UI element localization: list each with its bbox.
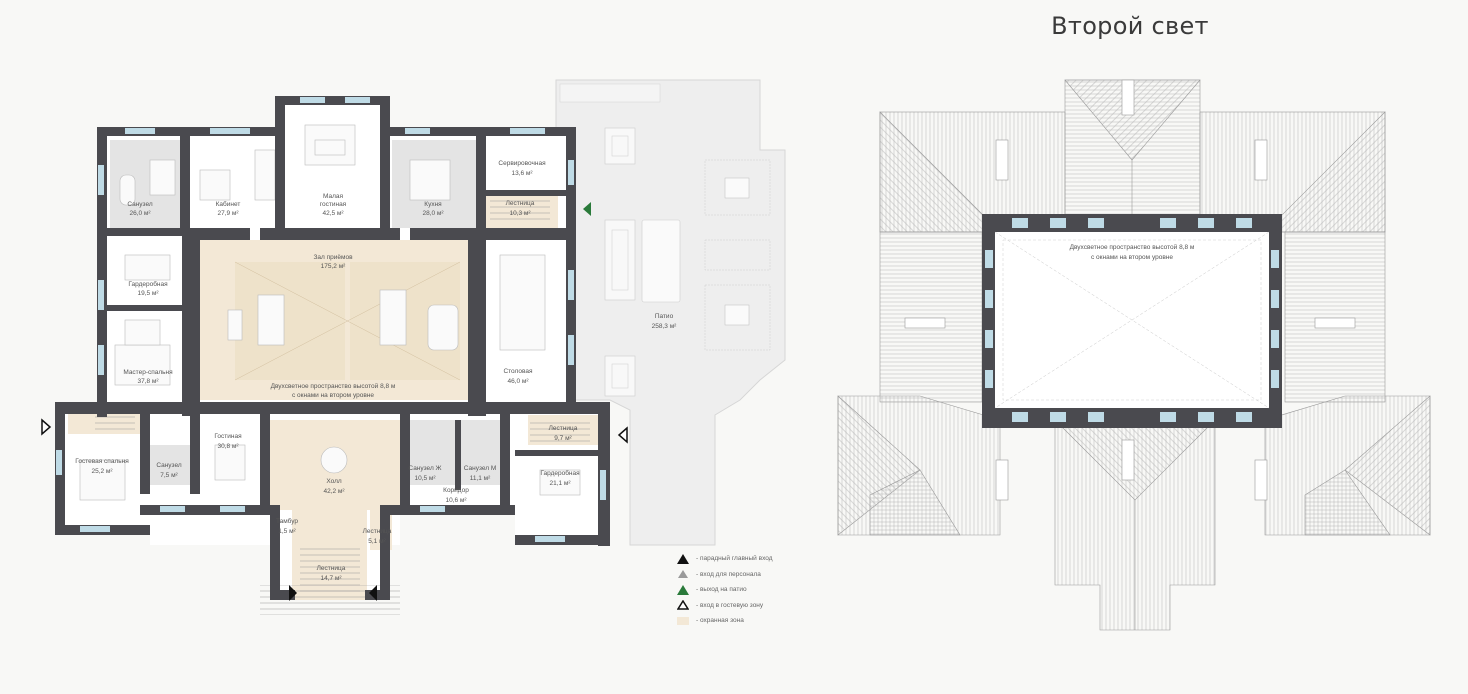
room-garderobnaya-2-name: Гардеробная [540, 469, 580, 477]
room-sanuzel-m-area: 11,1 м² [470, 475, 491, 482]
room-kuhnya-area: 28,0 м² [422, 210, 444, 217]
double-height-line-1: Двухсветное пространство высотой 8,8 м [271, 382, 396, 390]
legend: - парадный главный вход - вход для персо… [676, 551, 773, 629]
room-zal-area: 175,2 м² [321, 263, 347, 270]
room-koridor-name: Коридор [443, 487, 469, 494]
room-lestnica-3-name: Лестница [363, 528, 392, 535]
room-sanuzel-1-name: Санузел [127, 201, 153, 208]
room-stolovaya-name: Столовая [503, 368, 533, 375]
room-tambur-area: 1,5 м² [278, 528, 296, 535]
page-title: Второй свет [1051, 12, 1209, 40]
room-gostevaya-name: Гостевая спальня [75, 458, 129, 465]
outlined-triangle-icon [676, 600, 690, 610]
legend-item: - вход для персонала [676, 567, 773, 583]
room-garderobnaya-2-area: 21,1 м² [549, 480, 571, 487]
room-stolovaya-area: 46,0 м² [507, 378, 529, 385]
staff-entrance-icon [617, 426, 628, 444]
room-malaya-area: 42,5 м² [322, 210, 344, 217]
room-garderobnaya-1-name: Гардеробная [128, 280, 168, 288]
double-height-line-2: с окнами на втором уровне [292, 392, 374, 399]
black-triangle-icon [676, 553, 690, 564]
room-sanuzel-1-area: 26,0 м² [129, 210, 151, 217]
patio-area [555, 79, 786, 546]
room-gostinaya-name: Гостиная [214, 433, 242, 440]
room-patio-name: Патио [655, 313, 674, 320]
room-patio-area: 258,3 м² [652, 323, 678, 330]
room-servirovochnaya-name: Сервировочная [498, 160, 546, 167]
second-floor-line-1: Двухсветное пространство высотой 8,8 м [1070, 243, 1195, 251]
green-triangle-icon [676, 584, 690, 595]
entrance-markers [41, 202, 628, 601]
room-garderobnaya-1-area: 19,5 м² [137, 290, 159, 297]
windows [56, 97, 606, 542]
bathroom-2-floor [150, 445, 190, 485]
legend-item: - выход на патио [676, 582, 773, 598]
room-lestnica-3-area: 5,1 м² [368, 538, 386, 545]
room-servirovochnaya-area: 13,6 м² [511, 170, 533, 177]
room-malaya-name-1: Малая [323, 193, 344, 200]
room-holl-area: 42,2 м² [323, 488, 345, 495]
room-sanuzel-m-name: Санузел М [464, 465, 497, 472]
room-gostinaya-area: 30,8 м² [217, 443, 239, 450]
room-labels: Санузел 26,0 м² Кабинет 27,9 м² Малая го… [75, 160, 677, 582]
room-lestnica-2-area: 9,7 м² [554, 435, 572, 442]
room-koridor-area: 10,6 м² [445, 497, 467, 504]
legend-item: - парадный главный вход [676, 551, 773, 567]
patio-exit-icon [583, 202, 591, 216]
room-master-name: Мастер-спальня [123, 369, 173, 376]
room-sanuzel-2-area: 7,5 м² [160, 472, 178, 479]
room-kuhnya-name: Кухня [424, 201, 442, 208]
room-lestnica-1-name: Лестница [506, 200, 535, 207]
room-lestnica-4-name: Лестница [317, 565, 346, 572]
room-zal-name: Зал приёмов [313, 254, 353, 261]
room-malaya-name-2: гостиная [320, 201, 347, 208]
room-holl-name: Холл [326, 478, 342, 485]
room-sanuzel-zh-area: 10,5 м² [414, 475, 436, 482]
walls [55, 96, 610, 600]
main-entrance-right-icon [369, 585, 377, 601]
room-sanuzel-2-name: Санузел [156, 462, 182, 469]
legend-item: - охранная зона [676, 613, 773, 629]
room-gostevaya-area: 25,2 м² [91, 468, 113, 475]
room-kabinet-area: 27,9 м² [217, 210, 239, 217]
room-lestnica-2-name: Лестница [549, 425, 578, 432]
room-lestnica-4-area: 14,7 м² [320, 575, 342, 582]
legend-item: - вход в гостевую зону [676, 598, 773, 614]
guest-entrance-icon [41, 418, 52, 436]
gray-triangle-icon [676, 569, 690, 579]
bathrooms-mf-floor [400, 420, 500, 485]
second-floor-line-2: с окнами на втором уровне [1091, 254, 1173, 261]
room-master-area: 37,8 м² [137, 378, 159, 385]
roof-plan: Двухсветное пространство высотой 8,8 м с… [837, 79, 1431, 631]
room-sanuzel-zh-name: Санузел Ж [408, 465, 441, 472]
beige-swatch-icon [676, 616, 690, 626]
main-entrance-left-icon [289, 585, 297, 601]
room-kabinet-name: Кабинет [216, 200, 241, 208]
room-lestnica-1-area: 10,3 м² [509, 210, 531, 217]
room-tambur-name: Тамбур [276, 517, 298, 525]
